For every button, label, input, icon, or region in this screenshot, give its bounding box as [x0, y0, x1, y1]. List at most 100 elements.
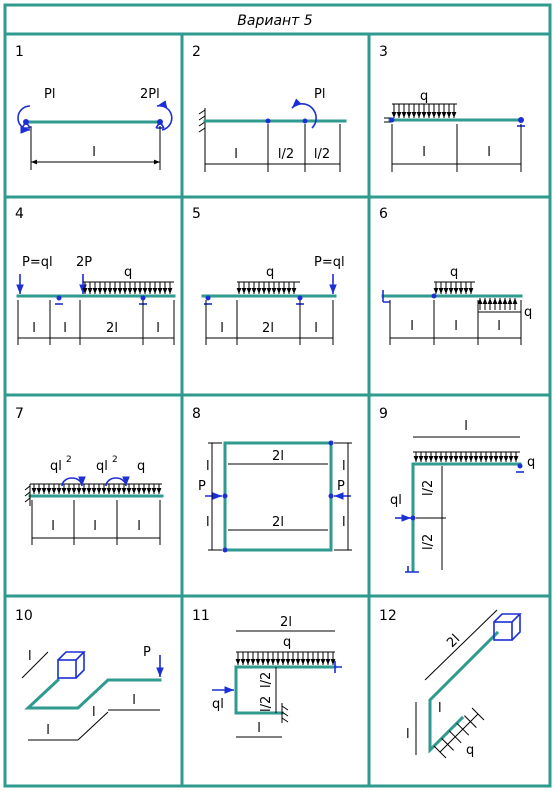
panel-11: 11 2l q ql l/2 l/2 l — [192, 608, 342, 738]
dimension-label: l — [51, 519, 55, 534]
moment-arrow-icon — [61, 476, 86, 487]
fixed-support-icon — [384, 117, 395, 123]
moment-label: 2Pl — [140, 87, 160, 102]
dimension-label: l — [438, 701, 442, 716]
force-label: P — [143, 645, 151, 660]
moment-arrow-icon — [291, 98, 317, 129]
dimension-label: l/2 — [421, 480, 436, 496]
pin-support-icon — [204, 295, 212, 305]
panel-number: 12 — [379, 608, 397, 624]
dimension-label: l/2 — [314, 147, 330, 162]
fixed-support-icon — [334, 661, 342, 673]
dimension-label: l — [406, 727, 410, 742]
panel-8: 8 P P 2l 2l l l l l — [192, 406, 352, 553]
frame-structure — [234, 665, 337, 715]
load-arrows — [433, 282, 474, 294]
moment-label: Pl — [314, 87, 325, 102]
load-arrows — [235, 652, 336, 665]
dimension-label: l — [32, 321, 36, 336]
dimension-label: l — [206, 459, 210, 474]
panel-number: 8 — [192, 406, 201, 422]
dimension-label: l — [156, 321, 160, 336]
dimension-label: l — [92, 705, 96, 720]
fixed-support-icon — [281, 703, 289, 723]
load-label: q — [266, 265, 274, 280]
fixed-support-icon — [57, 651, 86, 679]
dimension-label: l — [93, 519, 97, 534]
load-arrows — [236, 282, 297, 294]
load-arrows — [477, 298, 518, 310]
fixed-support-icon — [382, 290, 390, 303]
panel-7: 7 ql 2 ql 2 q l l l — [15, 406, 164, 545]
load-label: q — [283, 635, 291, 650]
dimension-label: l — [257, 721, 261, 736]
dimension-label: l — [410, 319, 414, 334]
frame-structure — [411, 462, 522, 572]
dimension-label: l/2 — [259, 672, 274, 688]
frame-structure — [24, 677, 162, 710]
panel-9: 9 l q ql l/2 l/2 — [379, 406, 535, 573]
load-arrow — [448, 730, 462, 744]
fixed-support-icon — [493, 613, 522, 641]
load-arrow — [456, 722, 470, 736]
dimension-label: l — [422, 145, 426, 160]
panel-number: 10 — [15, 608, 33, 624]
pin-support-icon — [55, 295, 63, 305]
dimension-label: 2l — [444, 632, 463, 651]
panel-6: 6 q q l l l — [379, 206, 532, 345]
dimension-label: 2l — [106, 321, 118, 336]
dimension-label: 2l — [262, 321, 274, 336]
panel-10: 10 P l l l l — [15, 608, 164, 741]
panel-number: 2 — [192, 44, 201, 60]
page-title: Вариант 5 — [237, 13, 313, 29]
moment-exponent: 2 — [66, 455, 72, 465]
dimension-label: l/2 — [278, 147, 294, 162]
load-arrow — [441, 738, 454, 751]
dimension-label: l — [132, 693, 136, 708]
panel-12: 12 2l l l q — [379, 608, 522, 759]
load-arrows — [82, 282, 173, 294]
pin-support-icon — [155, 119, 165, 129]
load-label: q — [420, 89, 428, 104]
load-label: q — [524, 305, 532, 320]
force-label: ql — [390, 493, 402, 508]
panel-number: 7 — [15, 406, 24, 422]
force-label: P=ql — [22, 255, 53, 270]
panel-5: 5 q P=ql l 2l l — [192, 206, 345, 345]
dimension-label: l — [206, 515, 210, 530]
load-arrow — [471, 707, 485, 721]
load-arrows — [433, 707, 485, 759]
panel-number: 11 — [192, 608, 210, 624]
panel-1: 1 Pl 2Pl l — [15, 44, 173, 170]
panel-3: 3 q l l — [379, 44, 525, 172]
dimension-label: l — [63, 321, 67, 336]
force-label: P — [337, 479, 345, 494]
moment-arrow-icon — [17, 105, 31, 134]
moment-arrow-icon — [156, 100, 173, 131]
force-label: 2P — [76, 255, 92, 270]
distributed-load — [391, 103, 457, 118]
panel-2: 2 Pl l l/2 l/2 — [192, 44, 347, 172]
panel-number: 3 — [379, 44, 388, 60]
dimension-label: l — [454, 319, 458, 334]
dimension-label: l — [137, 519, 141, 534]
load-label: q — [137, 459, 145, 474]
load-arrow — [433, 745, 447, 759]
force-label: P=ql — [314, 255, 345, 270]
dimension-label: l — [464, 419, 468, 434]
dimension-label: l — [314, 321, 318, 336]
fixed-support-icon — [405, 566, 419, 573]
moment-label: Pl — [44, 87, 55, 102]
frame-structure — [428, 630, 500, 754]
force-label: ql — [212, 697, 224, 712]
panel-number: 5 — [192, 206, 201, 222]
fixed-support-icon — [24, 484, 31, 506]
load-arrows — [413, 452, 519, 462]
dimension-label: 2l — [280, 615, 292, 630]
load-label: q — [124, 265, 132, 280]
dimension-label: l — [342, 515, 346, 530]
load-arrows — [391, 104, 457, 118]
load-label: q — [527, 455, 535, 470]
panel-number: 9 — [379, 406, 388, 422]
